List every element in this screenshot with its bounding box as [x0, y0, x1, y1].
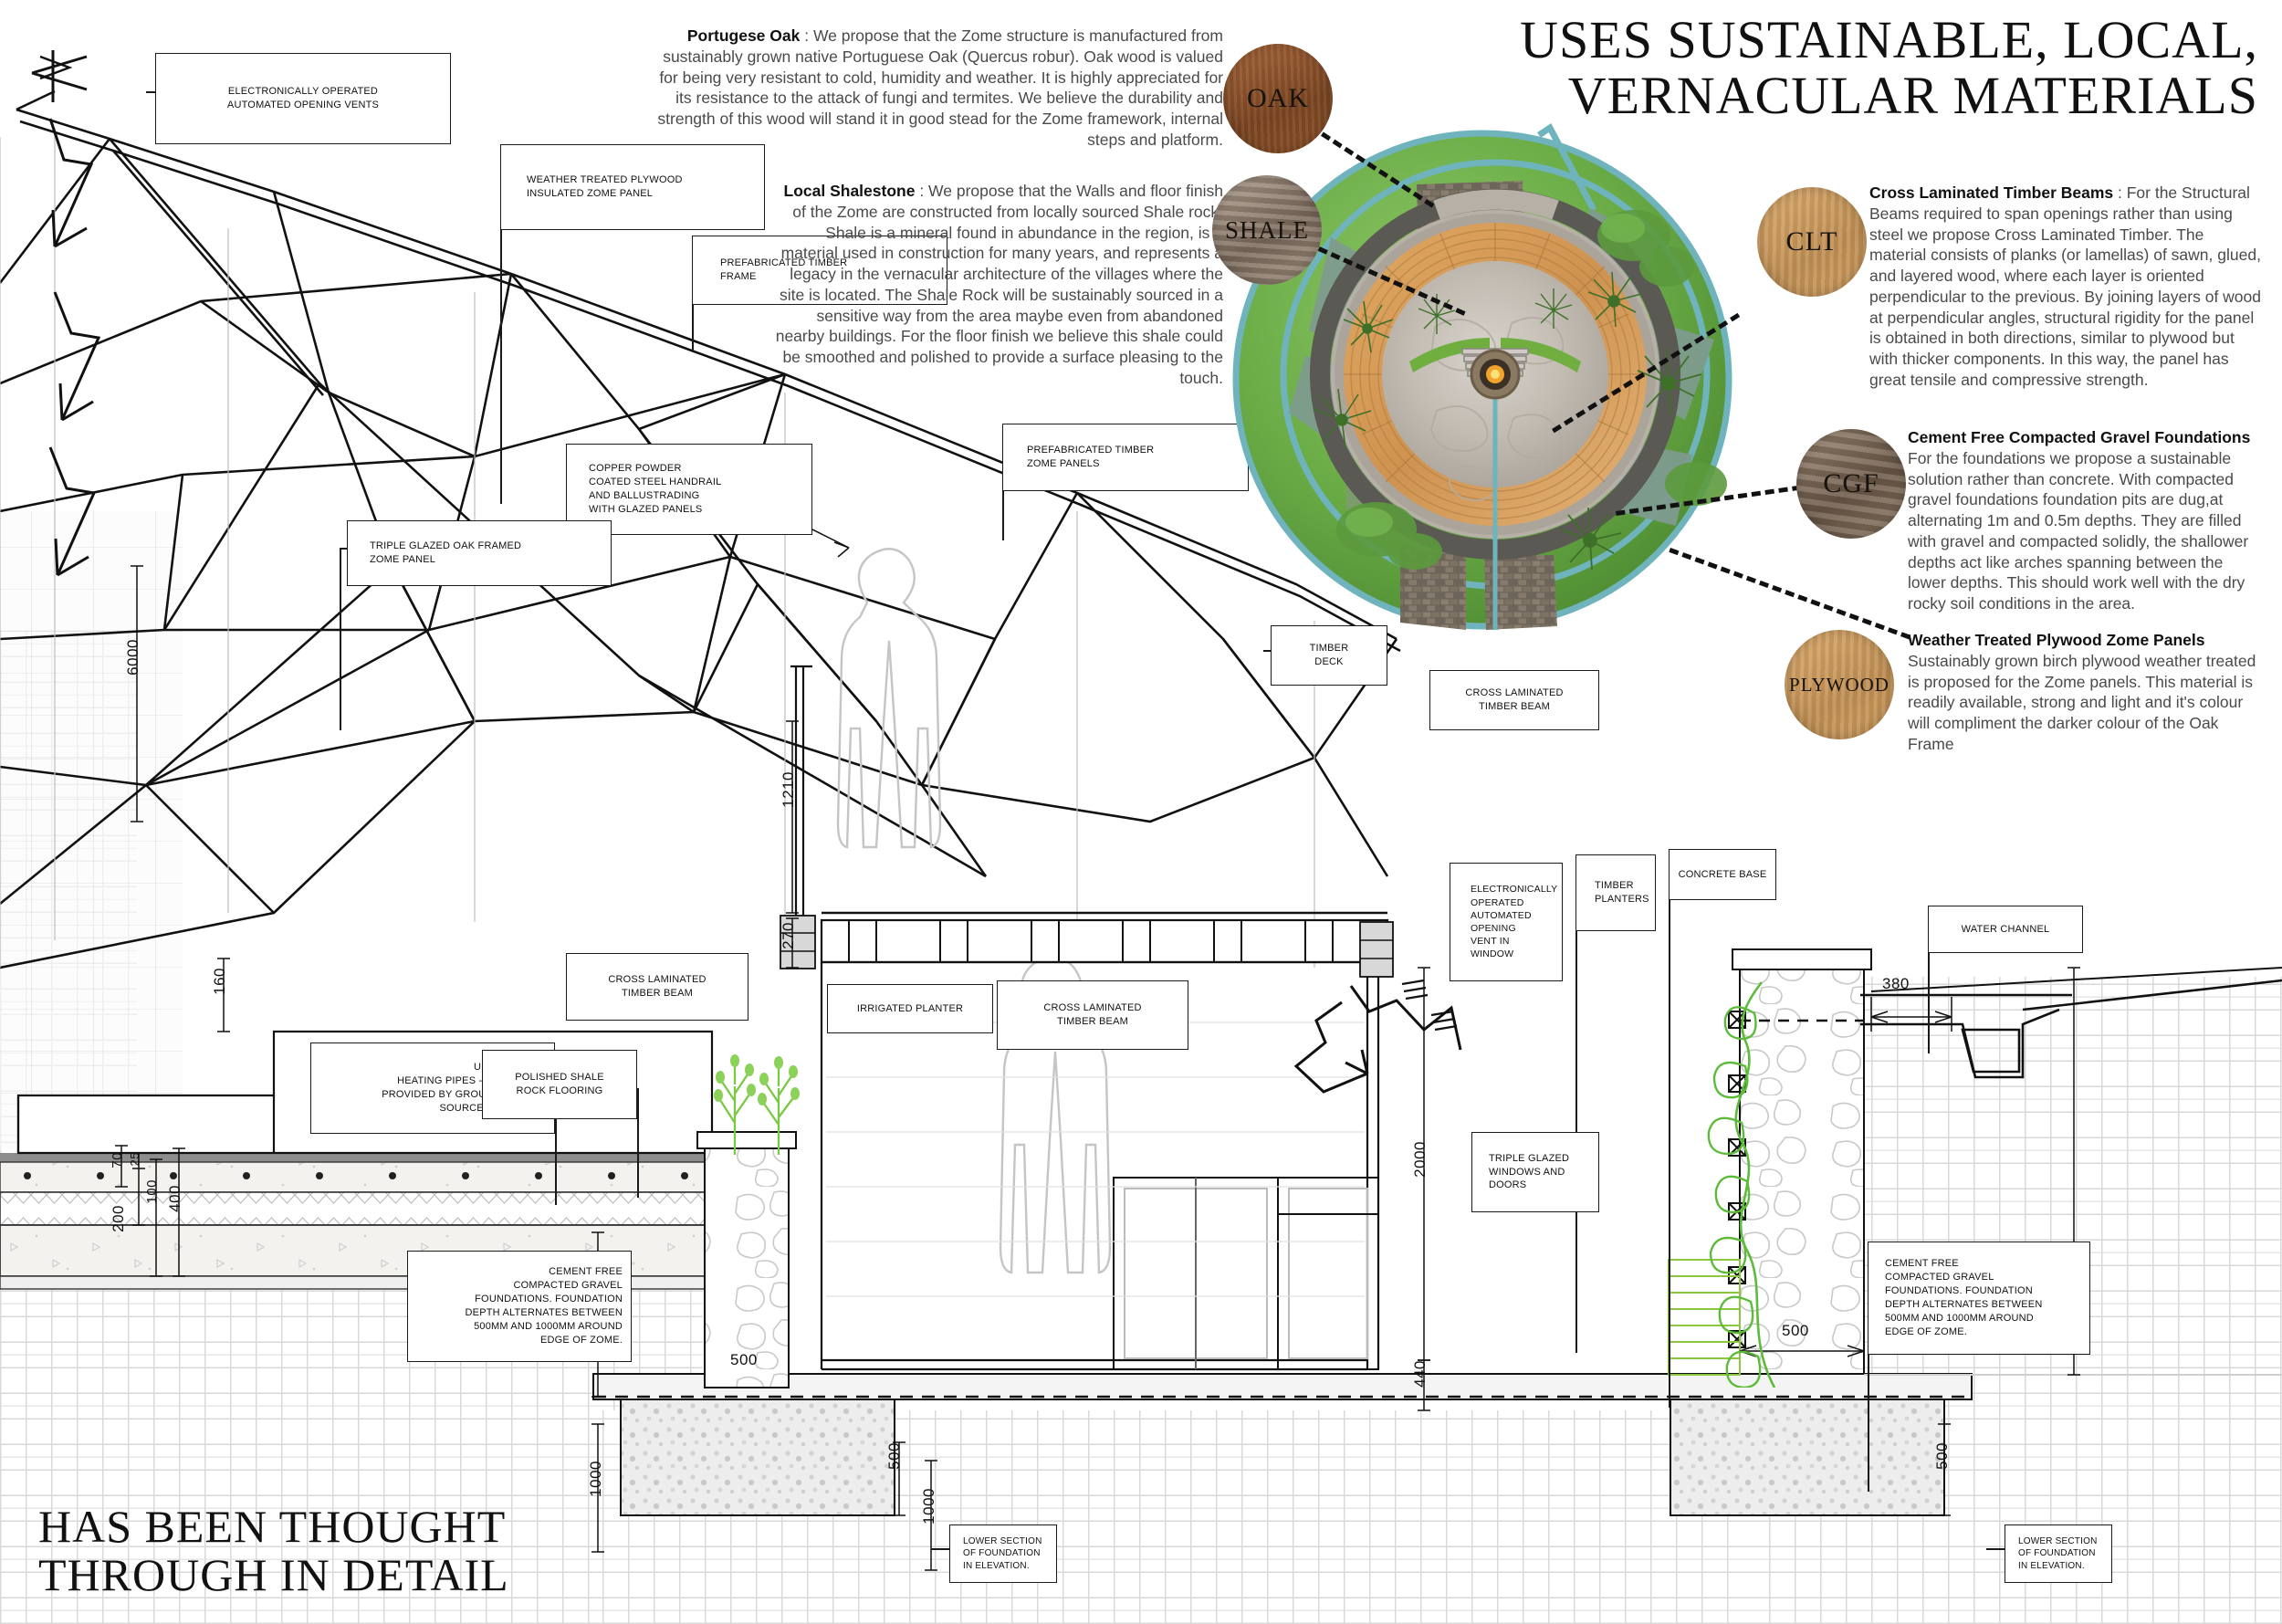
clt-beam-blocks: [780, 915, 1394, 978]
dim-160: 160: [211, 968, 228, 995]
dim-200: 200: [110, 1205, 127, 1232]
text-heading-shale: Local Shalestone: [783, 182, 916, 200]
dim-6000: 6000: [124, 639, 141, 676]
text-heading-oak: Portugese Oak: [686, 26, 801, 45]
badge-plywood[interactable]: PLYWOOD: [1785, 630, 1894, 739]
callout-clt-beam-upper: CROSS LAMINATED TIMBER BEAM: [1429, 670, 1599, 730]
dim-2000: 2000: [1411, 1141, 1429, 1178]
callout-clt-beam-left: CROSS LAMINATED TIMBER BEAM: [566, 953, 748, 1021]
dim-500a: 500: [730, 1351, 758, 1368]
leader-lower-found-right: [1986, 1548, 2006, 1550]
bottom-title-line-2: THROUGH IN DETAIL: [38, 1548, 509, 1600]
leader-shale-floor: [637, 1088, 639, 1198]
ventilation-arrows: [31, 50, 101, 577]
planter-foliage-left: [714, 1054, 800, 1155]
callout-irrigated-planter: IRRIGATED PLANTER: [827, 984, 993, 1033]
text-heading-plywood: Weather Treated Plywood Zome Panels: [1908, 631, 2205, 649]
dim-25: 25: [128, 1152, 141, 1167]
climbing-plant-right: [1707, 981, 1776, 1388]
leader-lower-found-left: [931, 1548, 951, 1550]
badge-shale[interactable]: SHALE: [1212, 175, 1322, 285]
text-body-clt: : For the Structural Beams required to s…: [1869, 183, 2261, 389]
callout-water-channel: WATER CHANNEL: [1928, 906, 2083, 953]
page-title-bottom: HAS BEEN THOUGHT THROUGH IN DETAIL: [38, 1503, 509, 1598]
badge-oak[interactable]: OAK: [1223, 44, 1333, 153]
leader-triple-glazed-oak: [340, 548, 341, 730]
callout-lower-found-right: LOWER SECTION OF FOUNDATION IN ELEVATION…: [2005, 1524, 2112, 1583]
bottom-title-line-1: HAS BEEN THOUGHT: [38, 1501, 507, 1552]
badge-label-cgf: CGF: [1823, 468, 1879, 498]
callout-window-vent: ELECTRONICALLY OPERATED AUTOMATED OPENIN…: [1450, 863, 1563, 981]
callout-vents: ELECTRONICALLY OPERATED AUTOMATED OPENIN…: [155, 53, 451, 144]
title-line-2: VERNACULAR MATERIALS: [1567, 65, 2258, 125]
page-title-main: USES SUSTAINABLE, LOCAL, VERNACULAR MATE…: [1520, 10, 2258, 125]
leader-timber-planters: [1575, 887, 1577, 1353]
text-block-oak: Portugese Oak : We propose that the Zome…: [657, 26, 1223, 151]
badge-cgf[interactable]: CGF: [1796, 429, 1906, 539]
badge-clt[interactable]: CLT: [1757, 187, 1867, 297]
glazed-doors: [1113, 1177, 1379, 1370]
badge-label-oak: OAK: [1247, 83, 1309, 113]
leader-plywood-panel: [500, 194, 502, 504]
callout-shale-floor: POLISHED SHALE ROCK FLOORING: [482, 1050, 637, 1119]
dim-500b: 500: [885, 1442, 903, 1470]
human-scale-figures: [836, 548, 1112, 1274]
callout-concrete-base: CONCRETE BASE: [1669, 849, 1776, 900]
callout-triple-glazed-wd: TRIPLE GLAZED WINDOWS AND DOORS: [1471, 1132, 1599, 1212]
dim-1210: 1210: [780, 771, 797, 808]
dim-1000a: 1000: [587, 1461, 604, 1497]
text-block-shale: Local Shalestone : We propose that the W…: [767, 181, 1223, 389]
dim-70: 70: [110, 1152, 125, 1168]
window-vent-arrow: [1293, 979, 1462, 1094]
text-heading-clt: Cross Laminated Timber Beams: [1869, 183, 2114, 202]
dim-380: 380: [1882, 975, 1910, 992]
callout-cgf-left: CEMENT FREE COMPACTED GRAVEL FOUNDATIONS…: [407, 1251, 632, 1362]
ground-hatch-bottom-center: [602, 1410, 1753, 1624]
dim-400a: 400: [166, 1185, 183, 1212]
callout-zome-panels: PREFABRICATED TIMBER ZOME PANELS: [1002, 424, 1249, 491]
text-heading-cgf: Cement Free Compacted Gravel Foundations: [1908, 428, 2251, 446]
badge-label-clt: CLT: [1785, 226, 1838, 257]
dim-440: 440: [1411, 1360, 1429, 1388]
callout-clt-beam-mid: CROSS LAMINATED TIMBER BEAM: [997, 980, 1188, 1050]
text-body-shale: : We propose that the Walls and floor fi…: [775, 182, 1223, 387]
soil-hatch-left-upper: [0, 511, 183, 1150]
timber-deck-structure: [820, 911, 1389, 964]
text-block-cgf: Cement Free Compacted Gravel Foundations…: [1908, 427, 2264, 614]
leader-vents: [146, 91, 157, 93]
text-body-cgf: For the foundations we propose a sustain…: [1908, 448, 2249, 613]
title-line-1: USES SUSTAINABLE, LOCAL,: [1520, 10, 2258, 69]
callout-lower-found-left: LOWER SECTION OF FOUNDATION IN ELEVATION…: [949, 1524, 1057, 1583]
dim-500d: 500: [1933, 1442, 1951, 1470]
dim-100: 100: [144, 1179, 160, 1204]
callout-plywood-panel: WEATHER TREATED PLYWOOD INSULATED ZOME P…: [500, 144, 765, 230]
dim-270: 270: [780, 922, 797, 949]
badge-label-plywood: PLYWOOD: [1789, 673, 1889, 696]
text-body-plywood: Sustainably grown birch plywood weather …: [1908, 651, 2256, 753]
callout-timber-planters: TIMBER PLANTERS: [1575, 854, 1656, 931]
planter-boxes: [696, 1131, 797, 1388]
badge-label-shale: SHALE: [1225, 215, 1309, 244]
callout-cgf-right: CEMENT FREE COMPACTED GRAVEL FOUNDATIONS…: [1868, 1242, 2090, 1355]
callout-triple-glazed-oak: TRIPLE GLAZED OAK FRAMED ZOME PANEL: [347, 520, 612, 586]
text-body-oak: : We propose that the Zome structure is …: [657, 26, 1223, 149]
dim-1000b: 1000: [920, 1488, 937, 1524]
text-block-clt: Cross Laminated Timber Beams : For the S…: [1869, 183, 2262, 391]
circular-site-plan: [1232, 122, 1732, 630]
leader-concrete-base: [1669, 878, 1670, 1408]
